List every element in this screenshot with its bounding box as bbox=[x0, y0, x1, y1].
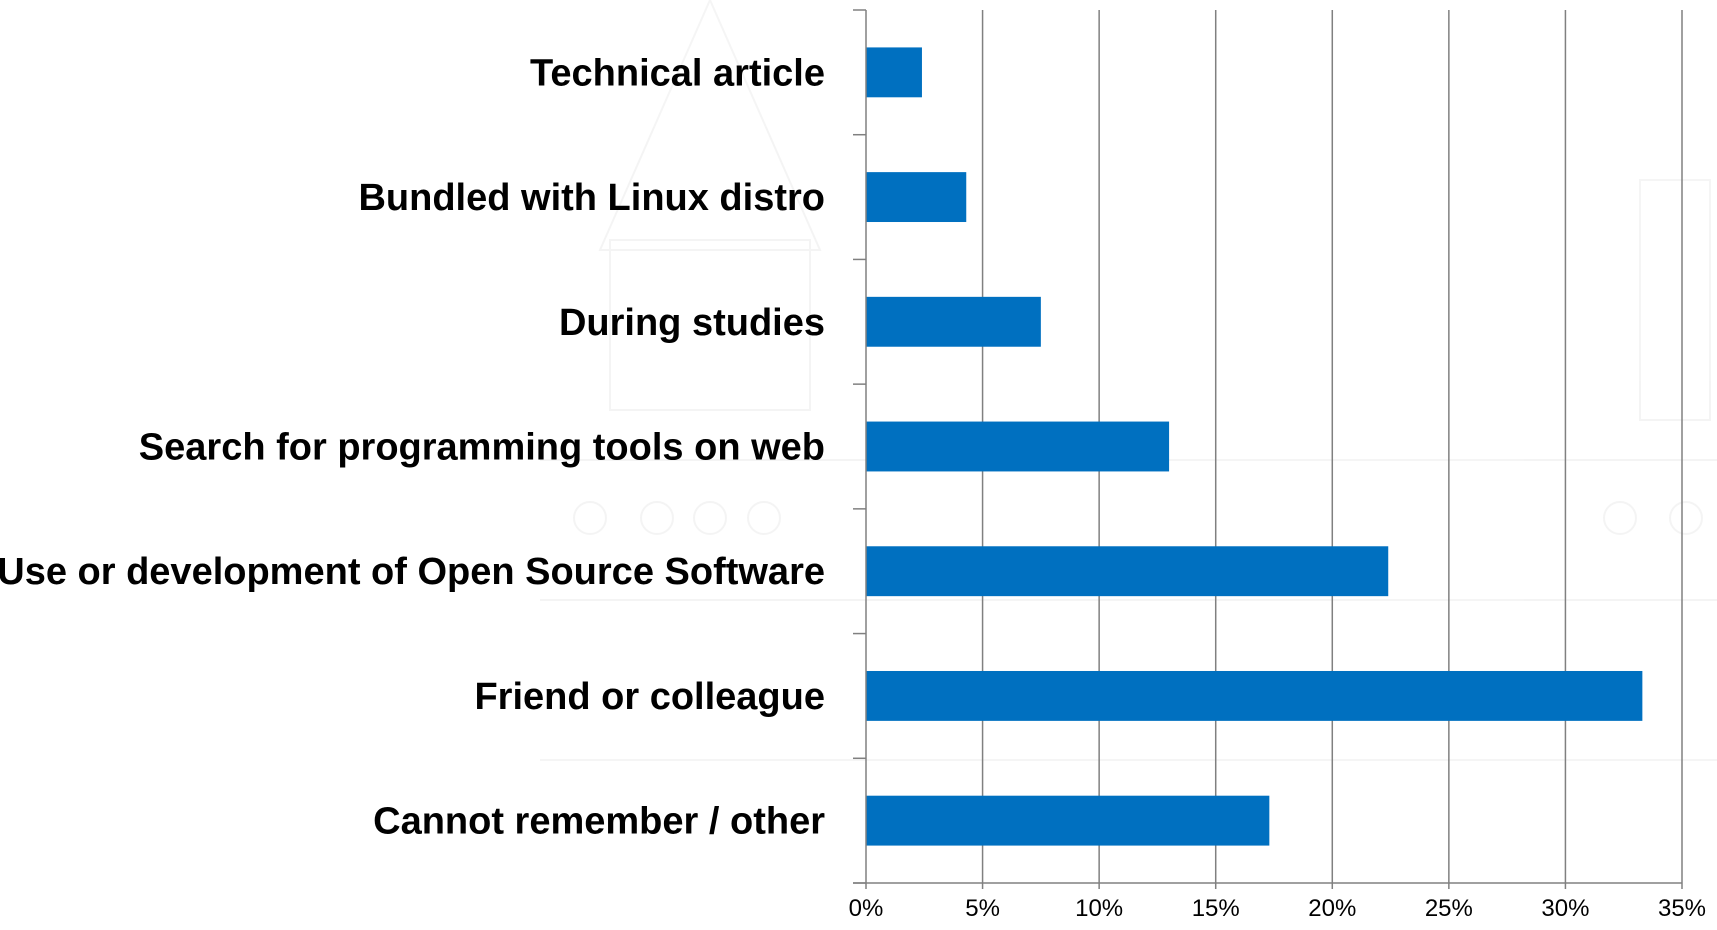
bar bbox=[866, 546, 1389, 597]
category-label: Use or development of Open Source Softwa… bbox=[0, 551, 825, 593]
background-watermark bbox=[540, 0, 1717, 761]
axes bbox=[853, 9, 1683, 889]
x-tick-labels: 0% 5% 10% 15% 20% 25% 30% 35% bbox=[849, 895, 1706, 922]
category-label: During studies bbox=[559, 302, 825, 344]
bar bbox=[866, 795, 1270, 846]
x-tick-label: 30% bbox=[1541, 895, 1589, 922]
category-label: Friend or colleague bbox=[474, 676, 825, 718]
bar bbox=[866, 670, 1643, 721]
bar bbox=[866, 47, 922, 98]
x-tick-label: 0% bbox=[849, 895, 884, 922]
x-tick-label: 15% bbox=[1192, 895, 1240, 922]
x-tick-label: 5% bbox=[965, 895, 1000, 922]
gridlines bbox=[981, 10, 1683, 883]
x-tick-label: 10% bbox=[1075, 895, 1123, 922]
bar bbox=[866, 296, 1041, 347]
bar bbox=[866, 421, 1170, 472]
category-label: Bundled with Linux distro bbox=[358, 177, 825, 219]
bar bbox=[866, 172, 967, 223]
category-label: Cannot remember / other bbox=[373, 801, 825, 843]
x-tick-label: 25% bbox=[1425, 895, 1473, 922]
category-label: Search for programming tools on web bbox=[139, 427, 825, 469]
x-tick-label: 20% bbox=[1308, 895, 1356, 922]
x-tick-label: 35% bbox=[1658, 895, 1706, 922]
category-label: Technical article bbox=[530, 52, 825, 94]
bars bbox=[866, 47, 1643, 846]
